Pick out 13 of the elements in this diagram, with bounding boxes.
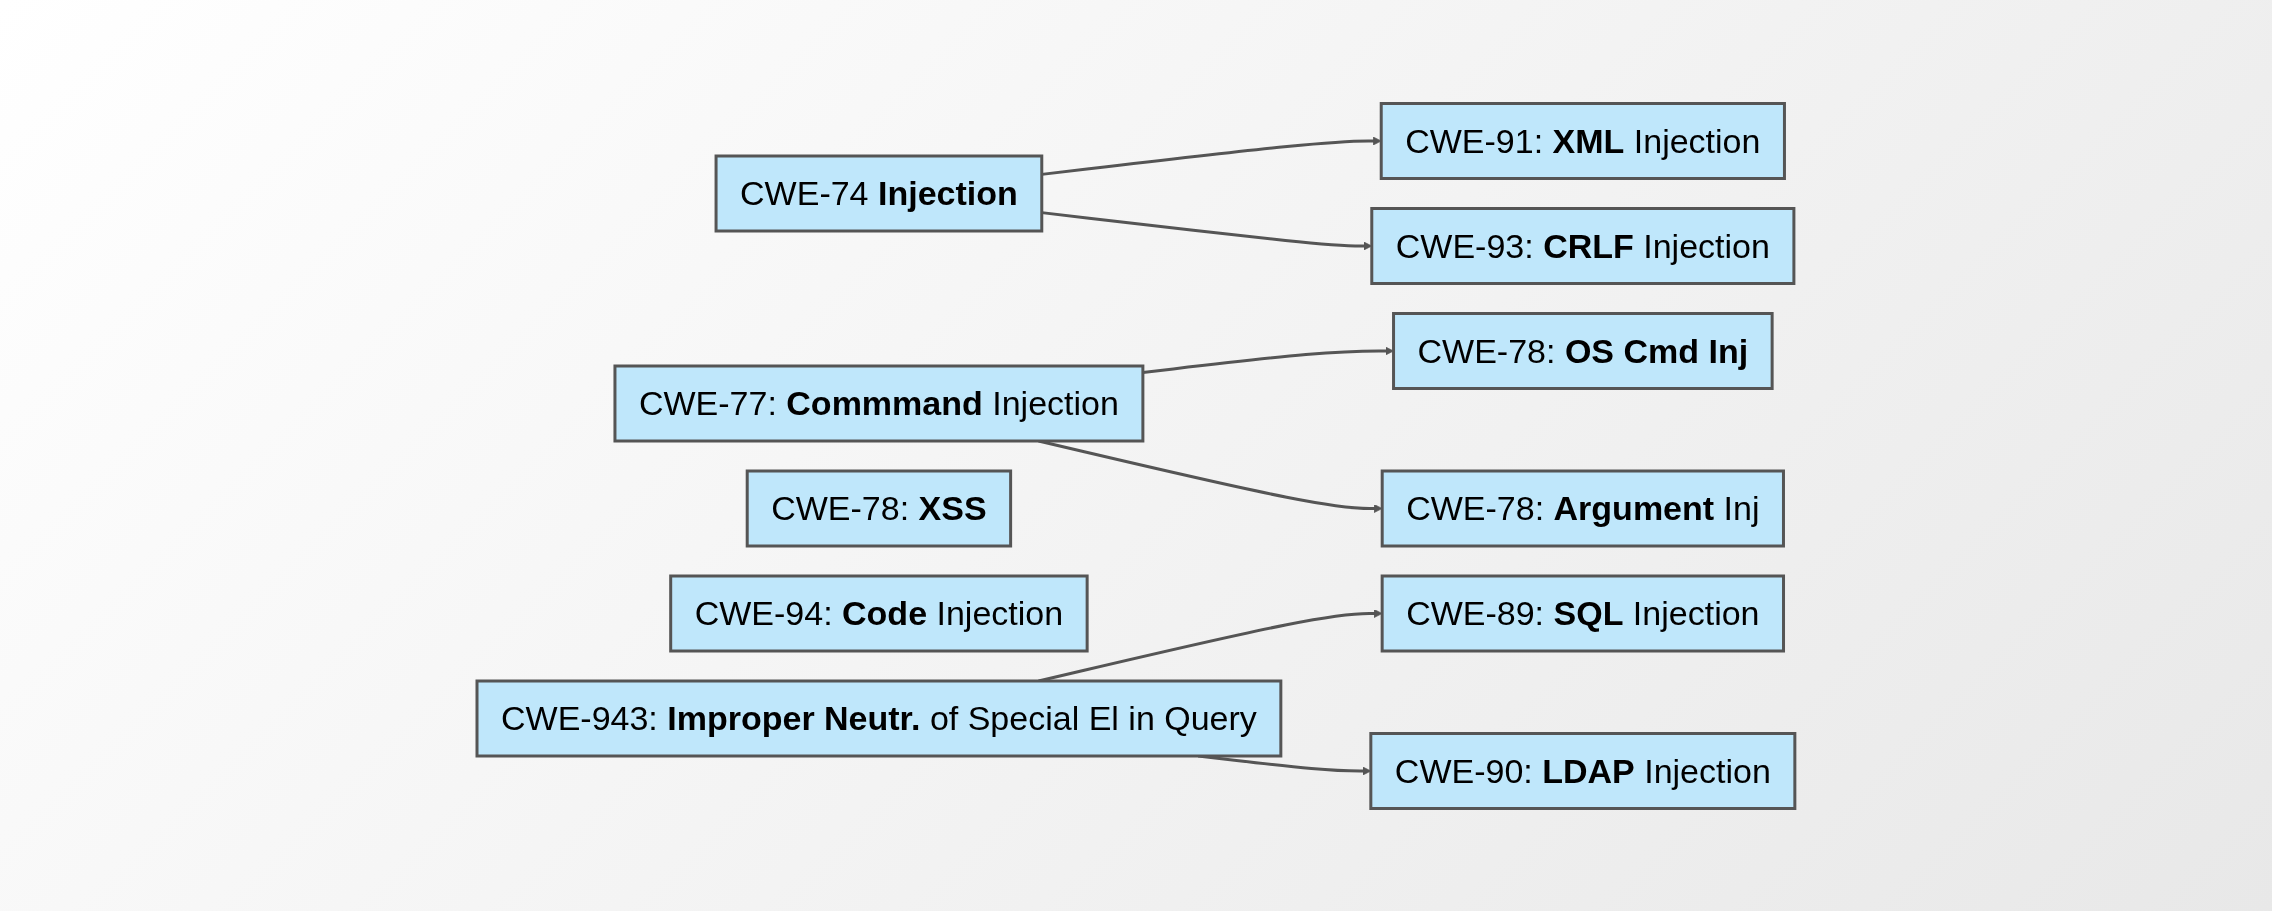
node-box: CWE-78: OS Cmd Inj: [1392, 311, 1774, 390]
node-box: CWE-78: XSS: [745, 469, 1013, 547]
node-box: CWE-943: Improper Neutr. of Special El in Query: [475, 679, 1283, 757]
node-box: CWE-94: Code Injection: [669, 574, 1089, 652]
node-box: CWE-78: Argument Inj: [1380, 469, 1786, 547]
node-box: CWE-89: SQL Injection: [1380, 574, 1786, 652]
node-box: CWE-90: LDAP Injection: [1369, 731, 1797, 810]
node-box: CWE-77: Commmand Injection: [613, 364, 1145, 442]
node-box: CWE-91: XML Injection: [1379, 101, 1787, 180]
arrow: [1142, 346, 1394, 374]
node-box: CWE-93: CRLF Injection: [1370, 206, 1796, 285]
node-box: CWE-74 Injection: [714, 154, 1044, 232]
arrow: [1041, 136, 1382, 176]
